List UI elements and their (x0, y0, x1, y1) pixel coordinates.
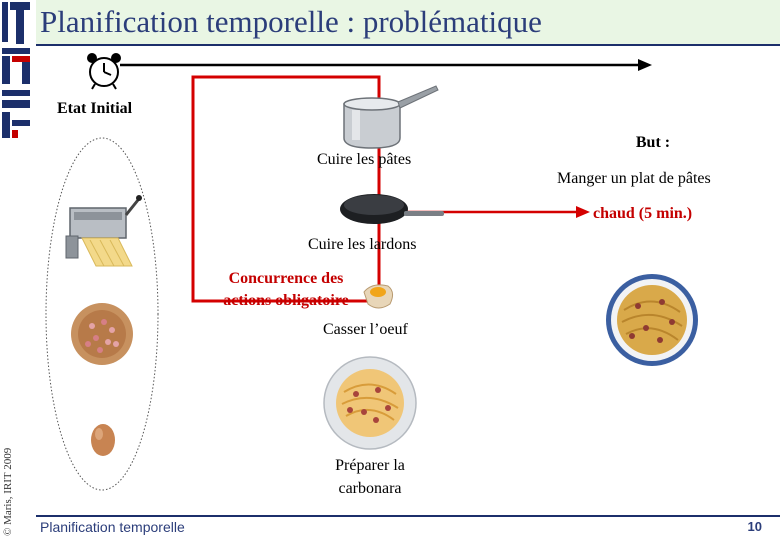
goal-arrowhead (576, 206, 590, 218)
initial-state-label: Etat Initial (57, 100, 133, 117)
cook-pasta-label: Cuire les pâtes (317, 151, 412, 168)
concurrency-label-line1: Concurrence des (228, 270, 344, 287)
footer-title: Planification temporelle (40, 519, 185, 535)
cook-bacon-label: Cuire les lardons (308, 236, 417, 253)
pasta-machine-icon (65, 195, 142, 267)
prepare-label-line1: Préparer la (335, 457, 405, 474)
page-number: 10 (747, 519, 762, 534)
title-bar (36, 0, 780, 46)
footer-rule (36, 515, 780, 517)
goal-line2: chaud (5 min.) (593, 205, 693, 222)
carbonara-plate-icon (323, 356, 417, 450)
timeline-arrowhead (638, 59, 652, 71)
initial-state-ellipse (45, 137, 159, 491)
frying-pan-icon (340, 194, 444, 224)
goal-title: But : (635, 134, 671, 151)
irit-logo (2, 2, 30, 138)
slide-title: Planification temporelle : problématique (40, 4, 542, 39)
break-egg-label: Casser l’oeuf (323, 321, 408, 338)
goal-line1: Manger un plat de pâtes (557, 170, 711, 187)
saucepan-icon (343, 85, 439, 149)
egg-icon (91, 424, 115, 456)
alarm-clock-icon (87, 53, 121, 90)
concurrency-label-line2: actions obligatoire (223, 292, 349, 309)
pasta-dish-icon (606, 274, 698, 366)
concurrency-box (191, 75, 381, 303)
prepare-label-line2: carbonara (338, 480, 402, 497)
broken-egg-icon (363, 284, 394, 309)
bacon-bowl-icon (71, 303, 133, 365)
